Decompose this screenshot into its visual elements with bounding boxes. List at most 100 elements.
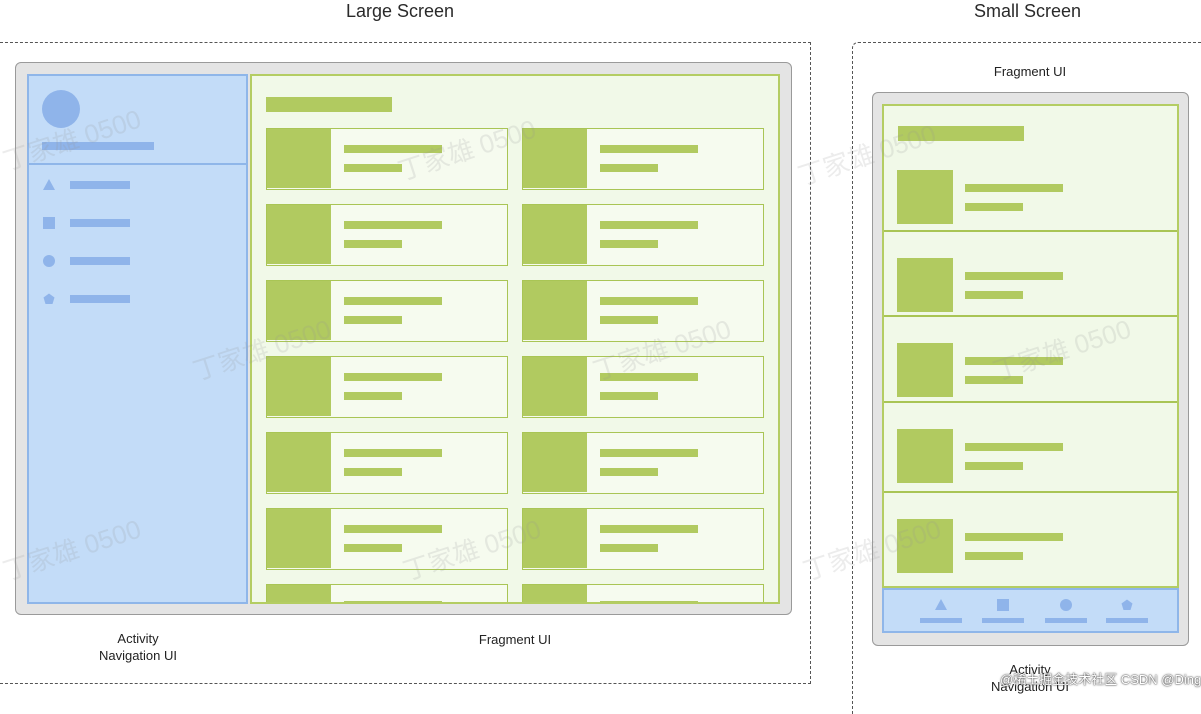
avatar <box>42 90 80 128</box>
list-item[interactable] <box>884 401 1177 497</box>
caption-line: Navigation UI <box>98 648 178 663</box>
row-divider <box>884 230 1177 232</box>
card-thumbnail <box>523 585 587 602</box>
card-thumbnail <box>523 129 587 188</box>
caption-line: Navigation UI <box>990 679 1070 694</box>
large-screen-title: Large Screen <box>346 1 455 21</box>
list-title-bar <box>965 533 1063 541</box>
pentagon-icon <box>1121 599 1133 610</box>
nav-header-bar <box>42 142 154 150</box>
card-thumbnail <box>267 281 331 340</box>
card-item[interactable] <box>266 280 508 342</box>
card-subtitle-bar <box>600 544 658 552</box>
card-item[interactable] <box>266 128 508 190</box>
card-item[interactable] <box>522 204 764 266</box>
small-activity-caption: Activity Navigation UI <box>960 661 1100 695</box>
card-item[interactable] <box>522 128 764 190</box>
card-item[interactable] <box>522 432 764 494</box>
card-title-bar <box>344 297 442 305</box>
caption-line: Activity <box>117 631 159 646</box>
card-thumbnail <box>523 205 587 264</box>
bottom-nav-label-bar <box>982 618 1024 623</box>
card-title-bar <box>600 297 698 305</box>
card-thumbnail <box>267 205 331 264</box>
list-subtitle-bar <box>965 376 1023 384</box>
card-item[interactable] <box>266 356 508 418</box>
card-thumbnail <box>523 509 587 568</box>
list-title-bar <box>965 357 1063 365</box>
card-subtitle-bar <box>600 164 658 172</box>
card-item[interactable] <box>522 508 764 570</box>
large-device <box>15 62 792 615</box>
list-item[interactable] <box>884 315 1177 411</box>
card-subtitle-bar <box>344 240 402 248</box>
small-screen-frame <box>852 42 1201 714</box>
list-subtitle-bar <box>965 291 1023 299</box>
card-item[interactable] <box>266 432 508 494</box>
activity-navigation-pane <box>27 74 248 604</box>
nav-item-1[interactable] <box>42 178 232 192</box>
list-item[interactable] <box>884 491 1177 586</box>
card-subtitle-bar <box>600 392 658 400</box>
card-subtitle-bar <box>344 468 402 476</box>
bottom-nav-item-3[interactable] <box>1045 598 1087 628</box>
square-icon <box>43 217 55 229</box>
card-item[interactable] <box>266 508 508 570</box>
list-item[interactable] <box>884 230 1177 326</box>
card-subtitle-bar <box>344 164 402 172</box>
fragment-pane-large <box>250 74 780 604</box>
card-item[interactable] <box>522 280 764 342</box>
row-divider <box>884 491 1177 493</box>
small-fragment-caption: Fragment UI <box>993 64 1067 79</box>
list-item[interactable] <box>884 152 1177 238</box>
large-screen-frame <box>0 42 811 684</box>
card-item[interactable] <box>266 584 508 602</box>
fragment-header-bar <box>266 97 392 112</box>
card-thumbnail <box>523 357 587 416</box>
nav-item-4[interactable] <box>42 292 232 306</box>
card-subtitle-bar <box>600 468 658 476</box>
bottom-nav-item-2[interactable] <box>982 598 1024 628</box>
pentagon-icon <box>43 293 55 304</box>
card-thumbnail <box>267 585 331 602</box>
card-title-bar <box>344 601 442 602</box>
card-thumbnail <box>267 433 331 492</box>
card-title-bar <box>344 373 442 381</box>
list-thumbnail <box>897 519 953 573</box>
card-title-bar <box>600 145 698 153</box>
list-thumbnail <box>897 343 953 397</box>
card-subtitle-bar <box>600 316 658 324</box>
bottom-nav-item-1[interactable] <box>920 598 962 628</box>
nav-item-label-bar <box>70 219 130 227</box>
card-item[interactable] <box>522 584 764 602</box>
list-thumbnail <box>897 258 953 312</box>
square-icon <box>997 599 1009 611</box>
card-title-bar <box>600 601 698 602</box>
nav-item-3[interactable] <box>42 254 232 268</box>
bottom-nav-item-4[interactable] <box>1106 598 1148 628</box>
card-item[interactable] <box>266 204 508 266</box>
small-device <box>872 92 1189 646</box>
card-item[interactable] <box>522 356 764 418</box>
list-subtitle-bar <box>965 552 1023 560</box>
card-thumbnail <box>523 433 587 492</box>
circle-icon <box>43 255 55 267</box>
nav-item-2[interactable] <box>42 216 232 230</box>
card-title-bar <box>600 525 698 533</box>
footer-credit: @稀土掘金技术社区 CSDN @Ding Jiaxiong <box>1000 672 1201 687</box>
nav-item-label-bar <box>70 257 130 265</box>
list-title-bar <box>965 443 1063 451</box>
card-subtitle-bar <box>600 240 658 248</box>
list-subtitle-bar <box>965 203 1023 211</box>
card-thumbnail <box>267 509 331 568</box>
card-title-bar <box>600 221 698 229</box>
list-title-bar <box>965 272 1063 280</box>
bottom-nav-label-bar <box>920 618 962 623</box>
list-subtitle-bar <box>965 462 1023 470</box>
nav-item-label-bar <box>70 295 130 303</box>
card-subtitle-bar <box>344 392 402 400</box>
card-title-bar <box>344 145 442 153</box>
card-subtitle-bar <box>344 544 402 552</box>
small-screen-title: Small Screen <box>974 1 1082 21</box>
circle-icon <box>1060 599 1072 611</box>
